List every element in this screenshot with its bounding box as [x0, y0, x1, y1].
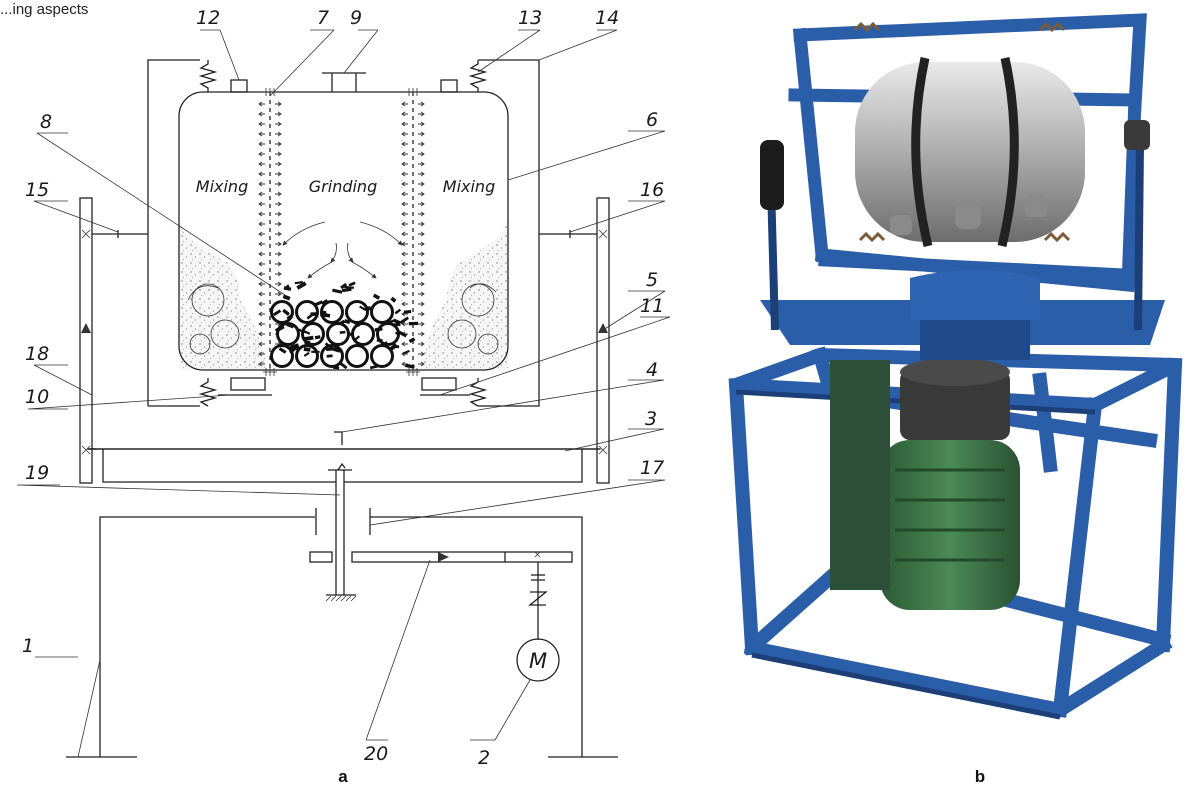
label-9: 9: [350, 7, 362, 29]
label-16: 16: [640, 179, 664, 201]
ground-hatch: [325, 595, 357, 602]
caption-b: b: [975, 767, 985, 786]
zone-right: Mixing: [443, 177, 495, 196]
zone-center: Grinding: [309, 177, 377, 196]
label-17: 17: [640, 457, 664, 479]
right-post: [596, 197, 610, 484]
central-housing: [910, 270, 1040, 320]
grinding-flow: [282, 221, 403, 279]
schematic-panel-a: M: [16, 7, 671, 786]
label-18: 18: [25, 343, 49, 365]
grid-flow-arrows: [258, 101, 425, 367]
header-fragment: ...ing aspects: [0, 1, 88, 18]
zone-left: Mixing: [196, 177, 248, 196]
label-10: 10: [25, 386, 49, 408]
springs-photo: [853, 21, 1071, 243]
label-4: 4: [646, 359, 658, 381]
reducer: [900, 370, 1010, 440]
motor-letter: M: [529, 649, 547, 673]
photo-panel-b: b: [728, 13, 1183, 786]
label-3: 3: [645, 408, 657, 430]
label-15: 15: [25, 179, 49, 201]
label-6: 6: [646, 109, 658, 131]
label-7: 7: [317, 7, 329, 29]
label-20: 20: [364, 743, 388, 765]
motor-body: [880, 440, 1020, 610]
cradle-frame: [147, 59, 540, 407]
left-post: [79, 197, 93, 484]
gearbox: [830, 360, 890, 590]
drum: [178, 91, 509, 371]
motor-symbol: [516, 638, 560, 682]
label-11: 11: [640, 295, 664, 317]
label-1: 1: [22, 635, 34, 657]
leader-lines: [16, 29, 671, 758]
part-numbers: 1 2 3 4 5 6 7 8 9 10 11 12 13 14 15 16 1…: [22, 7, 664, 769]
grinding-media: [270, 300, 400, 368]
label-8: 8: [40, 111, 52, 133]
base-frame: [99, 516, 583, 757]
caption-a: a: [338, 767, 348, 786]
label-13: 13: [518, 7, 542, 29]
label-19: 19: [25, 462, 49, 484]
label-14: 14: [595, 7, 619, 29]
label-5: 5: [646, 269, 658, 291]
label-2: 2: [478, 747, 490, 769]
perforated-grids: [263, 88, 420, 376]
belt-drive: [351, 551, 573, 563]
label-12: 12: [196, 7, 220, 29]
